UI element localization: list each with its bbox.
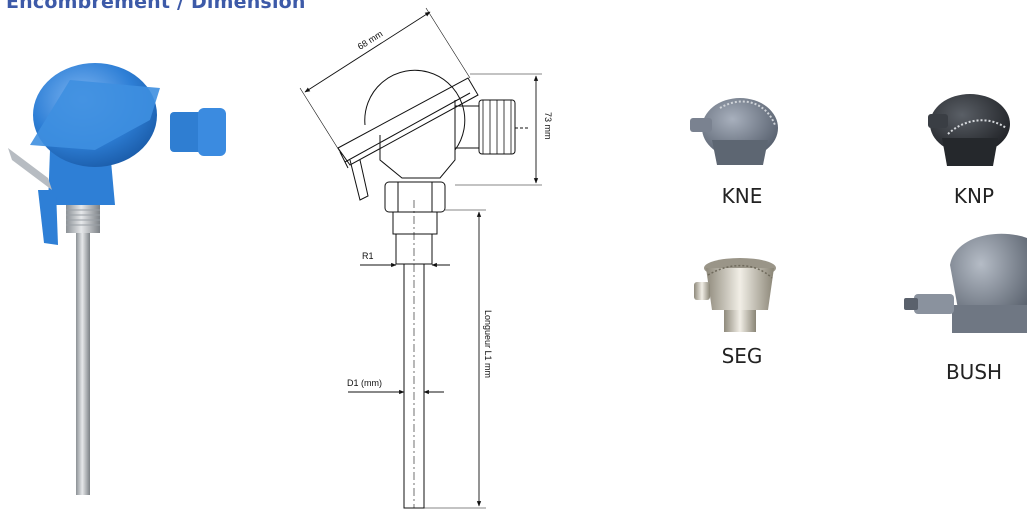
drawing-lid [337, 77, 479, 166]
cable-gland [170, 112, 202, 152]
drawing-hex [384, 181, 446, 213]
head-seg-image [694, 258, 776, 332]
drawing-head-body [379, 100, 456, 179]
lid-clip [38, 190, 58, 245]
head-knne-image [690, 98, 778, 165]
head-knnp-label: KNP [953, 184, 995, 208]
thread-label: R1 [362, 251, 374, 261]
head-knne-label: KNE [721, 184, 763, 208]
length-label: Longueur L1 mm [483, 310, 493, 378]
head-lid [30, 80, 160, 150]
sensor-photo [8, 63, 226, 495]
width-dimension-line [304, 11, 431, 93]
height-dimension-label: 73 mm [543, 112, 553, 140]
drawing-gland [454, 105, 480, 149]
drawing-latch [339, 151, 369, 201]
drawing-thread [392, 211, 438, 235]
technical-drawing [337, 69, 530, 509]
page-title: Encombrement / Dimension [6, 0, 306, 13]
thread-fitting [66, 205, 100, 233]
head-bush-label: BUSH [945, 360, 1003, 384]
head-seg-label: SEG [721, 344, 763, 368]
lid-latch [8, 148, 52, 190]
probe-stem [76, 225, 90, 495]
head-bush-image [904, 233, 1027, 333]
width-dimension-label: 68 mm [356, 29, 385, 52]
cable-gland-nut [198, 108, 226, 156]
head-knnp-image [928, 94, 1010, 166]
diameter-label: D1 (mm) [347, 378, 382, 388]
